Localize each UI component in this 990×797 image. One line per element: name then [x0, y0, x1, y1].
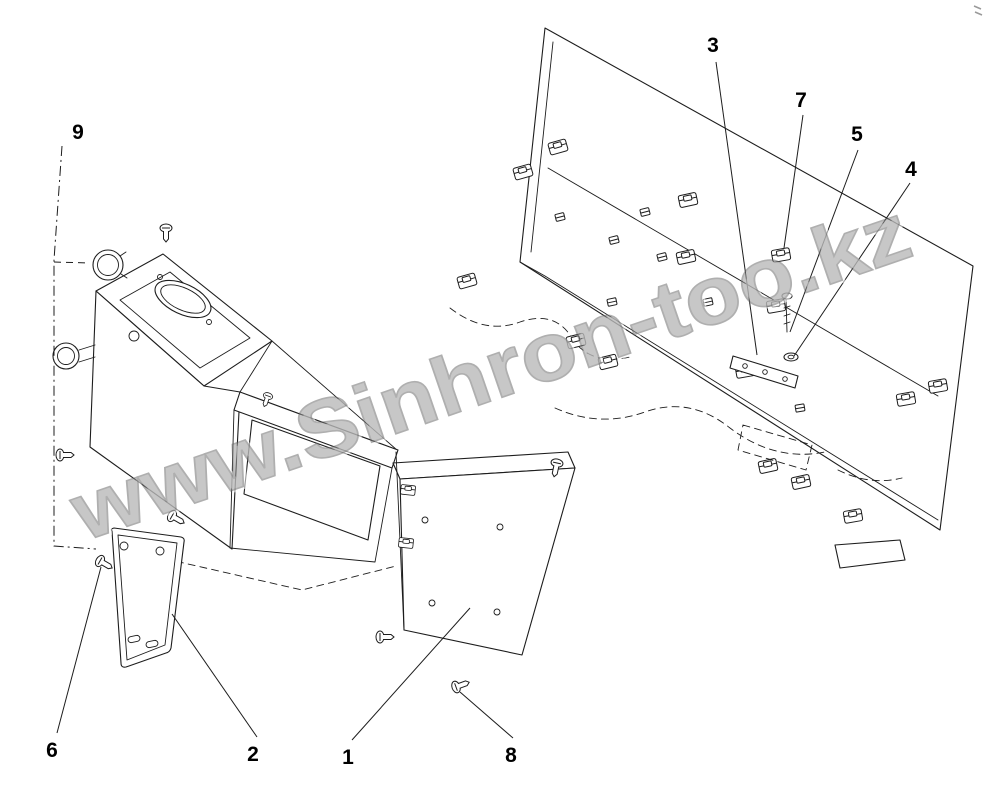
screw-icon	[449, 676, 472, 695]
clip-icon	[757, 457, 779, 475]
nut-icon	[794, 403, 806, 413]
gauge-drawing	[92, 249, 128, 281]
callout-8: 8	[505, 744, 517, 767]
clip-icon	[397, 537, 415, 549]
gauge-opening	[154, 279, 212, 319]
clip-icon	[842, 508, 864, 524]
leader-lines	[53, 61, 911, 741]
lower-center-panel	[392, 451, 576, 656]
leader-line-9	[53, 145, 97, 550]
screw-icon	[159, 223, 173, 243]
clip-icon	[456, 272, 478, 290]
leader-line-9b	[53, 261, 91, 264]
leader-line-8	[459, 691, 514, 739]
leader-line-4	[793, 182, 911, 357]
callout-9: 9	[72, 121, 84, 144]
callout-2: 2	[247, 743, 259, 766]
screw-icon	[55, 448, 75, 462]
callout-7: 7	[795, 89, 807, 112]
clip-icon	[399, 484, 417, 496]
nut-icon	[554, 212, 566, 222]
nut-icon	[639, 207, 651, 217]
callout-labels: 9 3 7 5 4 6 2 1 8	[46, 34, 917, 769]
console-drawing	[52, 223, 576, 695]
callout-6: 6	[46, 739, 58, 762]
corner-mark	[973, 5, 983, 16]
callout-3: 3	[707, 34, 719, 57]
leader-line-5	[789, 149, 859, 333]
screw-head	[781, 292, 793, 300]
leader-line-2	[171, 613, 258, 738]
hinge-bracket-assembly	[729, 292, 813, 471]
clip-icon	[927, 378, 949, 394]
panel-hole	[128, 330, 140, 342]
nut-icon	[656, 252, 668, 262]
callout-5: 5	[851, 123, 863, 146]
leader-line-1	[351, 607, 471, 741]
knob-drawing	[52, 342, 96, 370]
callout-1: 1	[342, 746, 354, 769]
nut-icon	[608, 235, 620, 245]
washer-icon	[783, 352, 799, 362]
leader-line-7	[783, 114, 804, 249]
lower-bracket	[834, 539, 906, 569]
clip-icon	[790, 473, 812, 491]
callout-4: 4	[905, 158, 917, 181]
leader-line-6	[56, 566, 102, 734]
tray-compartment	[229, 391, 399, 563]
leader-line-3	[715, 61, 758, 356]
clip-icon	[895, 391, 917, 407]
lower-left-panel	[110, 527, 185, 668]
screw-icon	[375, 630, 395, 644]
